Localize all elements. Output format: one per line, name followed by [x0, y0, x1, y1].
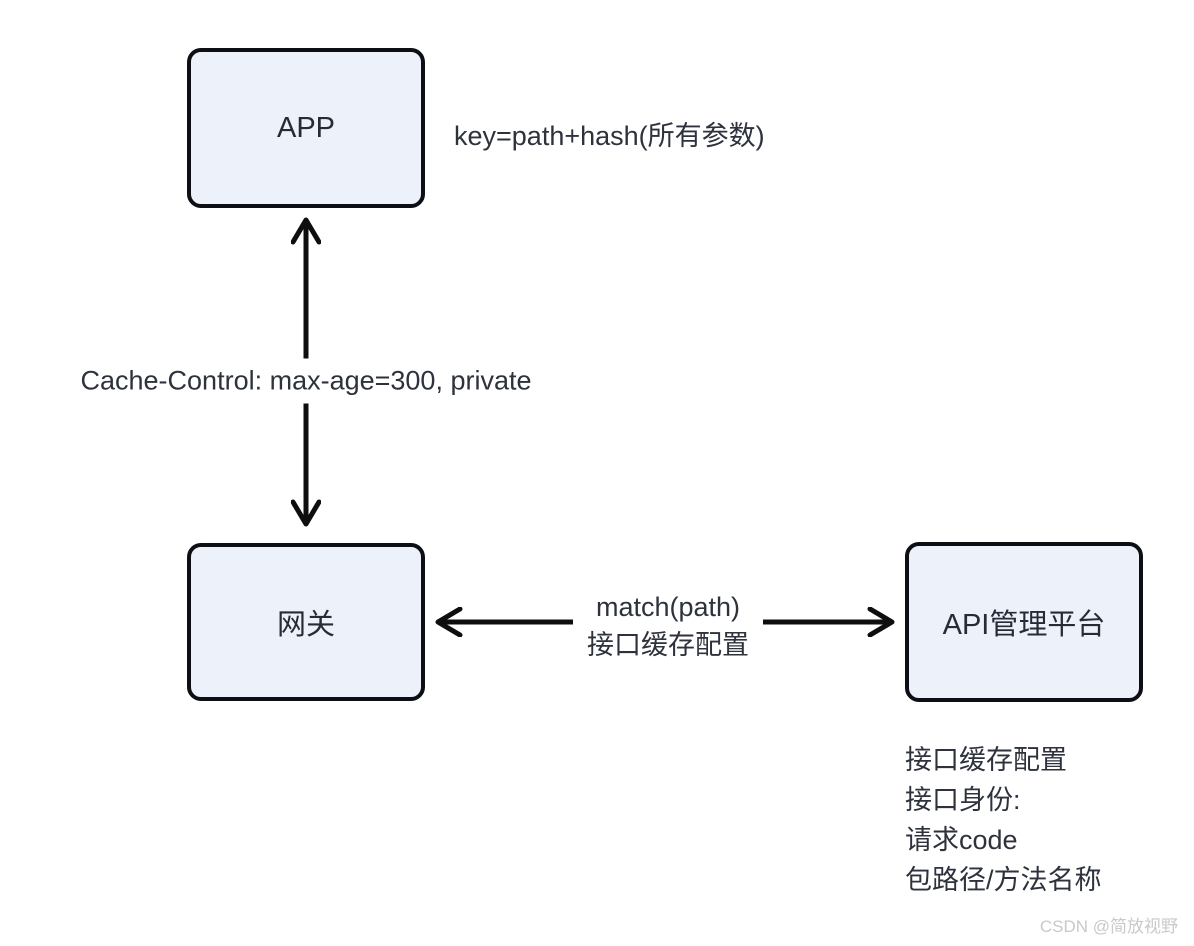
node-gateway-label: 网关 — [276, 609, 335, 641]
api-platform-note-line: 包路径/方法名称 — [905, 865, 1102, 895]
label-match-path: match(path) 接口缓存配置 — [573, 586, 763, 666]
node-api-platform-label: API管理平台 — [942, 609, 1106, 641]
node-app-label: APP — [276, 111, 336, 144]
node-app: APP — [187, 48, 425, 208]
api-platform-note-line: 接口缓存配置 — [905, 745, 1067, 775]
api-platform-note-line: 请求code — [905, 825, 1018, 855]
watermark: CSDN @简放视野 — [1039, 917, 1178, 936]
label-cache-key-formula: key=path+hash(所有参数) — [454, 121, 765, 151]
label-match-path-line1: match(path) — [595, 592, 741, 622]
api-platform-note-line: 接口身份: — [905, 785, 1021, 815]
api-platform-notes: 接口缓存配置 接口身份: 请求code 包路径/方法名称 — [905, 740, 1102, 900]
node-gateway: 网关 — [187, 543, 425, 701]
label-cache-control-header: Cache-Control: max-age=300, private — [68, 358, 544, 404]
label-match-path-line2: 接口缓存配置 — [587, 630, 749, 660]
node-api-platform: API管理平台 — [905, 542, 1143, 702]
